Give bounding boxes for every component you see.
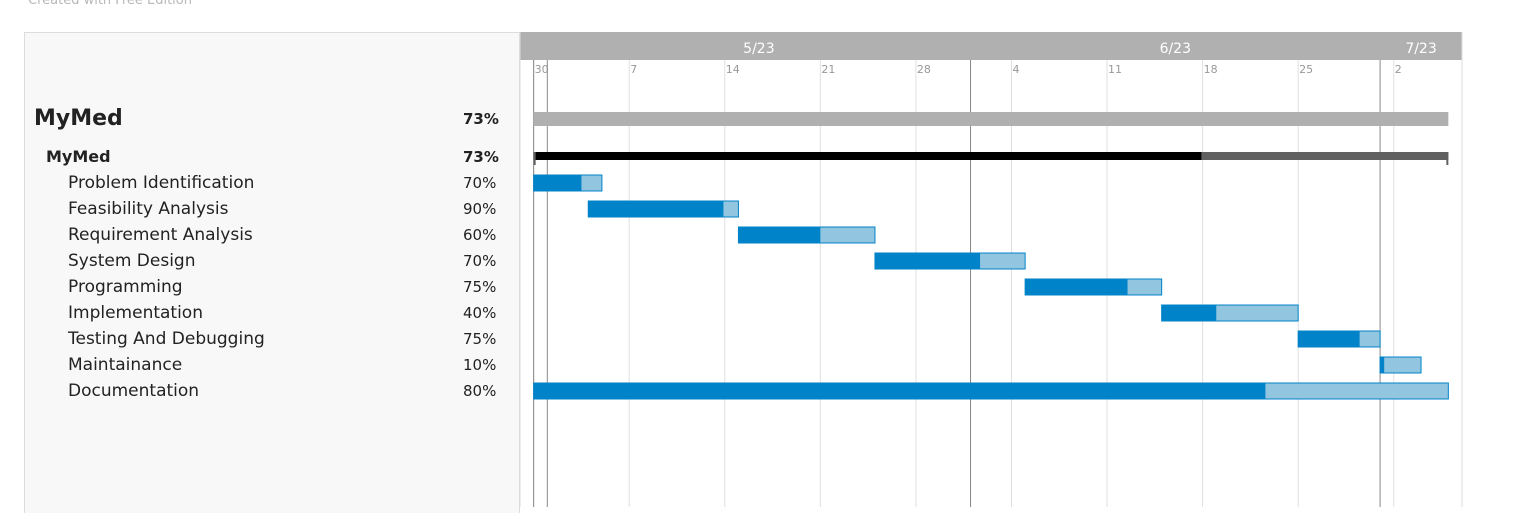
week-tick-label: 7 [630, 63, 637, 76]
task-names-panel [24, 32, 444, 513]
task-progress: 70% [463, 174, 497, 192]
task-progress: 75% [463, 330, 497, 348]
week-tick-label: 21 [821, 63, 835, 76]
task-progress: 10% [463, 356, 497, 374]
task-name: Implementation [68, 303, 203, 323]
task-bar-progress [738, 227, 821, 243]
task-bar-progress [588, 201, 724, 217]
summary-bar-progress [533, 152, 1202, 160]
task-name: MyMed [46, 147, 111, 166]
task-progress: 73% [463, 148, 499, 166]
task-bar-progress [1161, 305, 1217, 321]
week-tick-label: 14 [726, 63, 740, 76]
task-name: Programming [68, 277, 183, 297]
task-progress: 90% [463, 200, 497, 218]
task-progress: 73% [463, 110, 499, 128]
task-progress: 70% [463, 252, 497, 270]
week-tick-label: 11 [1108, 63, 1122, 76]
task-name: Requirement Analysis [68, 225, 253, 245]
summary-bar-end-cap [1446, 152, 1449, 165]
month-header-band [520, 32, 1462, 60]
task-bar-progress [1298, 331, 1360, 347]
progress-column-panel [443, 32, 520, 513]
task-progress: 75% [463, 278, 497, 296]
task-name: Problem Identification [68, 173, 255, 193]
week-tick-label: 4 [1012, 63, 1019, 76]
task-name: System Design [68, 251, 196, 271]
task-bar-progress [874, 253, 981, 269]
task-bar [1379, 356, 1422, 374]
task-bar-progress [533, 175, 582, 191]
task-name: Maintainance [68, 355, 183, 375]
task-bar-progress [1025, 279, 1128, 295]
task-bar-progress [1380, 357, 1385, 373]
summary-bar-start-cap [533, 152, 536, 165]
week-tick-label: 18 [1204, 63, 1218, 76]
week-tick-label: 25 [1299, 63, 1313, 76]
month-label: 5/23 [743, 41, 774, 57]
task-progress: 40% [463, 304, 497, 322]
project-bar [533, 112, 1449, 126]
week-tick-label: 2 [1395, 63, 1402, 76]
task-name: Testing And Debugging [68, 329, 265, 349]
month-label: 7/23 [1405, 41, 1436, 57]
task-name: MyMed [34, 106, 123, 131]
task-name: Feasibility Analysis [68, 199, 229, 219]
task-name: Documentation [68, 381, 200, 401]
task-bar-progress [533, 383, 1266, 399]
task-progress: 80% [463, 382, 497, 400]
task-progress: 60% [463, 226, 497, 244]
week-tick-label: 30 [535, 63, 549, 76]
month-label: 6/23 [1160, 41, 1191, 57]
watermark: Created with Free Edition [28, 0, 192, 8]
week-tick-label: 28 [917, 63, 931, 76]
